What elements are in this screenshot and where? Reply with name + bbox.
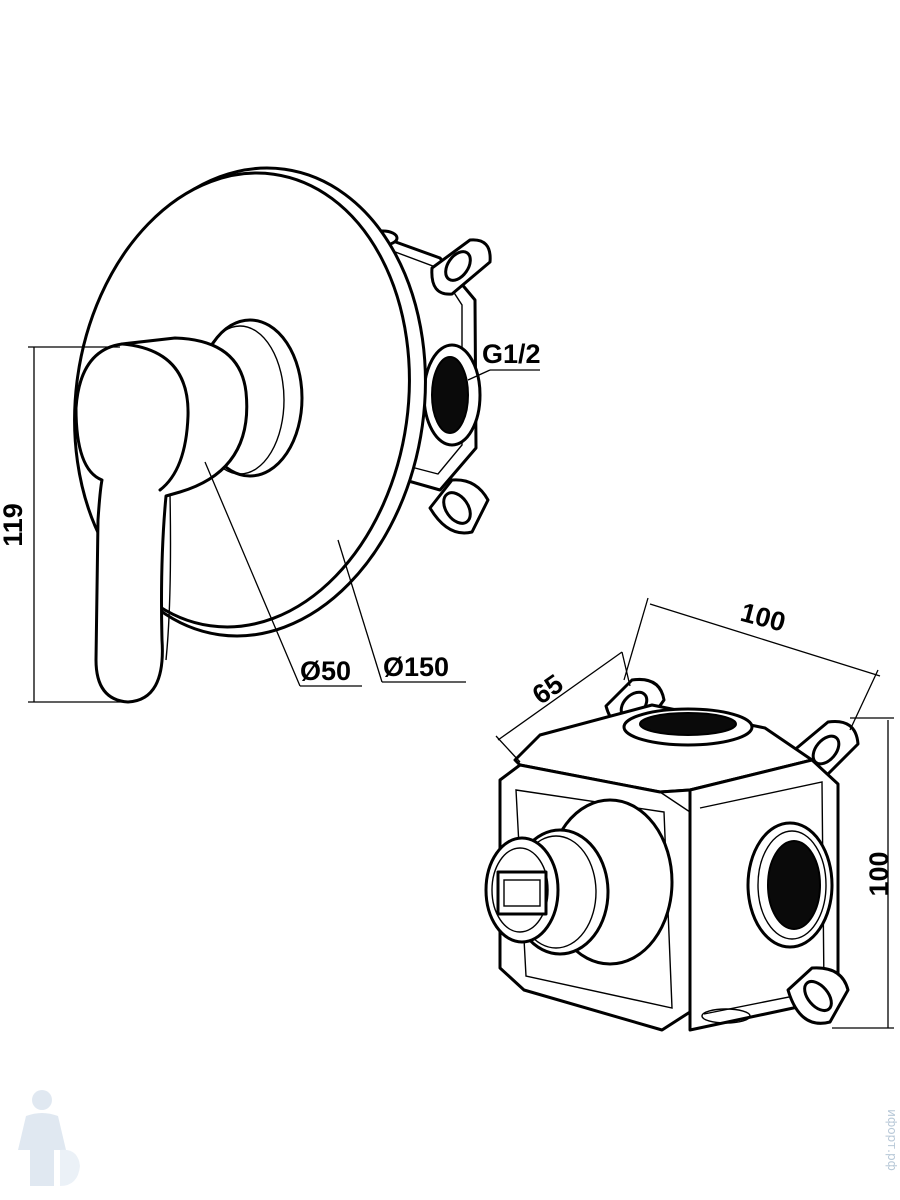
top-mounting-lug xyxy=(430,238,492,296)
box-top-port xyxy=(622,707,754,747)
watermark-logo xyxy=(18,1090,80,1186)
label-g12: G1/2 xyxy=(482,339,541,369)
label-box-depth-65: 65 xyxy=(527,668,569,710)
leader-d150: Ø150 xyxy=(337,539,466,683)
label-d150: Ø150 xyxy=(383,652,449,682)
label-box-height-100: 100 xyxy=(864,851,894,896)
leader-d50: Ø50 xyxy=(204,461,362,687)
installation-box-view xyxy=(484,677,860,1032)
watermark-text: ифорт.рф xyxy=(885,1109,899,1171)
leader-g12: G1/2 xyxy=(467,339,541,381)
dimension-box-height-100: 100 xyxy=(832,717,894,1029)
box-right-port xyxy=(746,821,834,949)
label-d50: Ø50 xyxy=(300,656,351,686)
label-119: 119 xyxy=(0,503,28,547)
bottom-mounting-lug xyxy=(428,478,490,535)
lever-handle xyxy=(74,336,249,704)
mixer-front-view xyxy=(73,166,492,704)
dimension-119: 119 xyxy=(0,346,130,703)
label-box-width-100: 100 xyxy=(737,597,788,638)
box-lug-bottom-right xyxy=(786,966,850,1025)
box-front-cartridge xyxy=(484,798,674,966)
